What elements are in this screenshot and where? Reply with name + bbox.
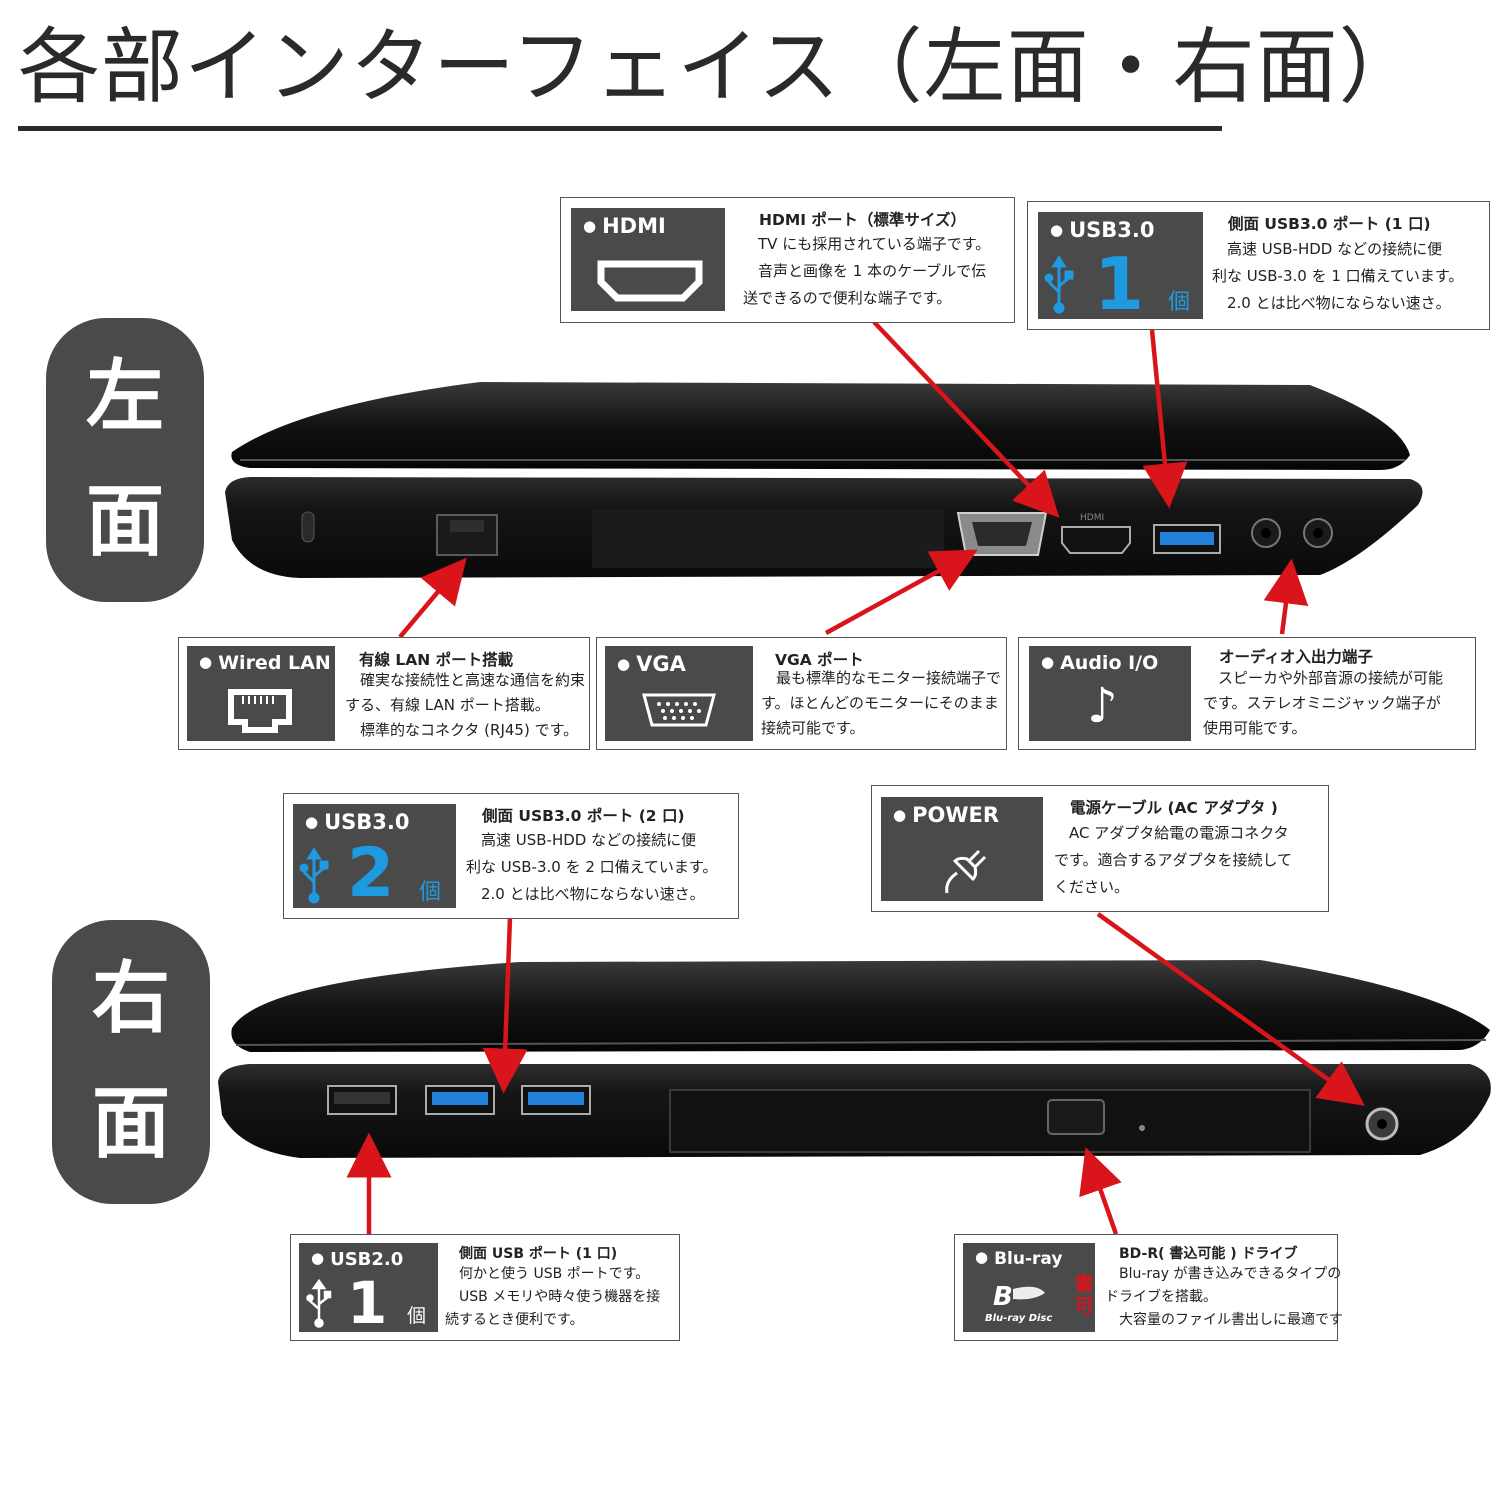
usb-icon [1044, 255, 1074, 314]
usb20-badge-label: USB2.0 [311, 1249, 403, 1270]
power-badge-label: POWER [893, 803, 999, 827]
usb20-badge: USB2.0 1 個 [299, 1243, 438, 1337]
usb20-heading: 側面 USB ポート (1 口) [459, 1246, 618, 1262]
bluray-heading: BD-R( 書込可能 ) ドライブ [1119, 1246, 1298, 1262]
bluray-badge: Blu-ray B Blu-ray Disc 書可 [963, 1243, 1095, 1332]
right-side-label: 右 面 [52, 920, 210, 1204]
hdmi-badge-label: HDMI [583, 214, 666, 238]
usb-icon [299, 847, 329, 904]
power-description: AC アダプタ給電の電源コネクタです。適合するアダプタを接続してください。 [1054, 824, 1293, 896]
power-badge: POWER [881, 797, 1043, 901]
usb30-port-right-2 [521, 1085, 591, 1115]
hdmi-port-label: HDMI [1080, 513, 1104, 523]
usb30-left-badge-label: USB3.0 [1050, 218, 1154, 242]
usb20-count: 1 [347, 1269, 388, 1337]
usb20-card: USB2.0 1 個 側面 USB ポート (1 口) 何かと使う USB ポー… [290, 1234, 680, 1341]
usb20-description: 何かと使う USB ポートです。 USB メモリや時々使う機器を接続するとき便利… [445, 1266, 661, 1328]
usb30-right-count: 2 [347, 834, 395, 913]
bluray-card: Blu-ray B Blu-ray Disc 書可 BD-R( 書込可能 ) ド… [954, 1234, 1343, 1341]
bluray-description: Blu-ray が書き込みできるタイプのドライブを搭載。 大容量のファイル書出し… [1105, 1266, 1343, 1328]
wired-lan-badge-label: Wired LAN [199, 652, 331, 674]
vga-heading: VGA ポート [775, 651, 864, 669]
usb30-right-unit: 個 [419, 880, 442, 905]
hdmi-heading: HDMI ポート（標準サイズ） [759, 211, 966, 229]
usb30-right-badge: USB3.0 2 個 [293, 804, 456, 913]
usb30-left-badge: USB3.0 1 個 [1038, 212, 1203, 326]
vga-card: VGA VGA ポート 最も標準的なモニター接続端子です。ほとんどのモニターにそ… [596, 637, 1007, 750]
left-side-char-2: 面 [85, 477, 164, 567]
optical-drive-bay [669, 1089, 1311, 1153]
vga-icon [642, 693, 716, 727]
left-side-char-1: 左 [85, 352, 164, 442]
power-heading: 電源ケーブル (AC アダプタ ) [1070, 799, 1278, 817]
lan-port [436, 514, 498, 556]
wired-lan-heading: 有線 LAN ポート搭載 [359, 651, 514, 669]
usb20-unit: 個 [407, 1305, 427, 1327]
bluray-badge-label: Blu-ray [975, 1249, 1062, 1269]
drive-eject-button [1047, 1099, 1105, 1135]
left-side-label: 左 面 [46, 318, 204, 602]
hdmi-card: HDMI HDMI ポート（標準サイズ） TV にも採用されている端子です。 音… [560, 197, 1015, 323]
usb30-left-card: USB3.0 1 個 側面 USB3.0 ポート (1 口) 高速 USB-HD… [1027, 201, 1490, 330]
music-note-icon: ♪ [1087, 678, 1118, 734]
writable-mark: 書可 [1073, 1273, 1095, 1317]
bluray-logo-text: Blu-ray Disc [985, 1313, 1052, 1324]
usb30-left-count: 1 [1094, 242, 1145, 326]
audio-heading: オーディオ入出力端子 [1219, 648, 1373, 666]
vga-badge-label: VGA [617, 652, 686, 676]
usb30-left-heading: 側面 USB3.0 ポート (1 口) [1228, 215, 1431, 233]
usb20-port [327, 1085, 397, 1115]
audio-badge-label: Audio I/O [1041, 652, 1158, 674]
title-underline [18, 126, 1222, 131]
writable-mark-char-2: 可 [1074, 1295, 1094, 1317]
page-title: 各部インターフェイス（左面・右面） [18, 20, 1422, 115]
usb30-right-card: USB3.0 2 個 側面 USB3.0 ポート (2 口) 高速 USB-HD… [283, 793, 739, 919]
hdmi-icon [597, 260, 703, 302]
ethernet-icon [228, 689, 292, 733]
audio-description: スピーカや外部音源の接続が可能です。ステレオミニジャック端子が使用可能です。 [1203, 669, 1444, 737]
usb30-right-description: 高速 USB-HDD などの接続に便利な USB-3.0 を 2 口備えています… [466, 831, 718, 903]
hdmi-description: TV にも採用されている端子です。 音声と画像を 1 本のケーブルで伝送できるの… [743, 235, 991, 307]
right-side-char-2: 面 [91, 1079, 170, 1169]
vga-description: 最も標準的なモニター接続端子です。ほとんどのモニターにそのまま接続可能です。 [761, 669, 1002, 737]
vent-grille [592, 510, 944, 568]
usb-icon [306, 1278, 332, 1328]
usb30-left-unit: 個 [1168, 290, 1191, 315]
audio-card: Audio I/O ♪ オーディオ入出力端子 スピーカや外部音源の接続が可能です… [1018, 637, 1476, 750]
hdmi-badge: HDMI [571, 208, 725, 311]
audio-badge: Audio I/O ♪ [1029, 646, 1191, 741]
bluray-disc-logo-icon: B Blu-ray Disc [985, 1282, 1052, 1324]
usb30-right-heading: 側面 USB3.0 ポート (2 口) [482, 807, 685, 825]
usb30-port-right-1 [425, 1085, 495, 1115]
writable-mark-char-1: 書 [1074, 1273, 1094, 1295]
right-side-char-1: 右 [91, 954, 170, 1044]
vga-badge: VGA [605, 646, 753, 741]
wired-lan-badge: Wired LAN [187, 646, 335, 741]
svg-text:B: B [993, 1282, 1013, 1312]
hdmi-port: HDMI [1061, 513, 1131, 554]
usb30-port-left [1153, 524, 1221, 554]
wired-lan-card: Wired LAN 有線 LAN ポート搭載 確実な接続性と高速な通信を約束する… [178, 637, 590, 750]
plug-icon [945, 849, 987, 894]
power-card: POWER 電源ケーブル (AC アダプタ ) AC アダプタ給電の電源コネクタ… [871, 785, 1329, 912]
wired-lan-description: 確実な接続性と高速な通信を約束する、有線 LAN ポート搭載。 標準的なコネクタ… [345, 671, 586, 739]
usb30-left-description: 高速 USB-HDD などの接続に便利な USB-3.0 を 1 口備えています… [1212, 240, 1464, 312]
usb30-right-badge-label: USB3.0 [305, 810, 409, 834]
